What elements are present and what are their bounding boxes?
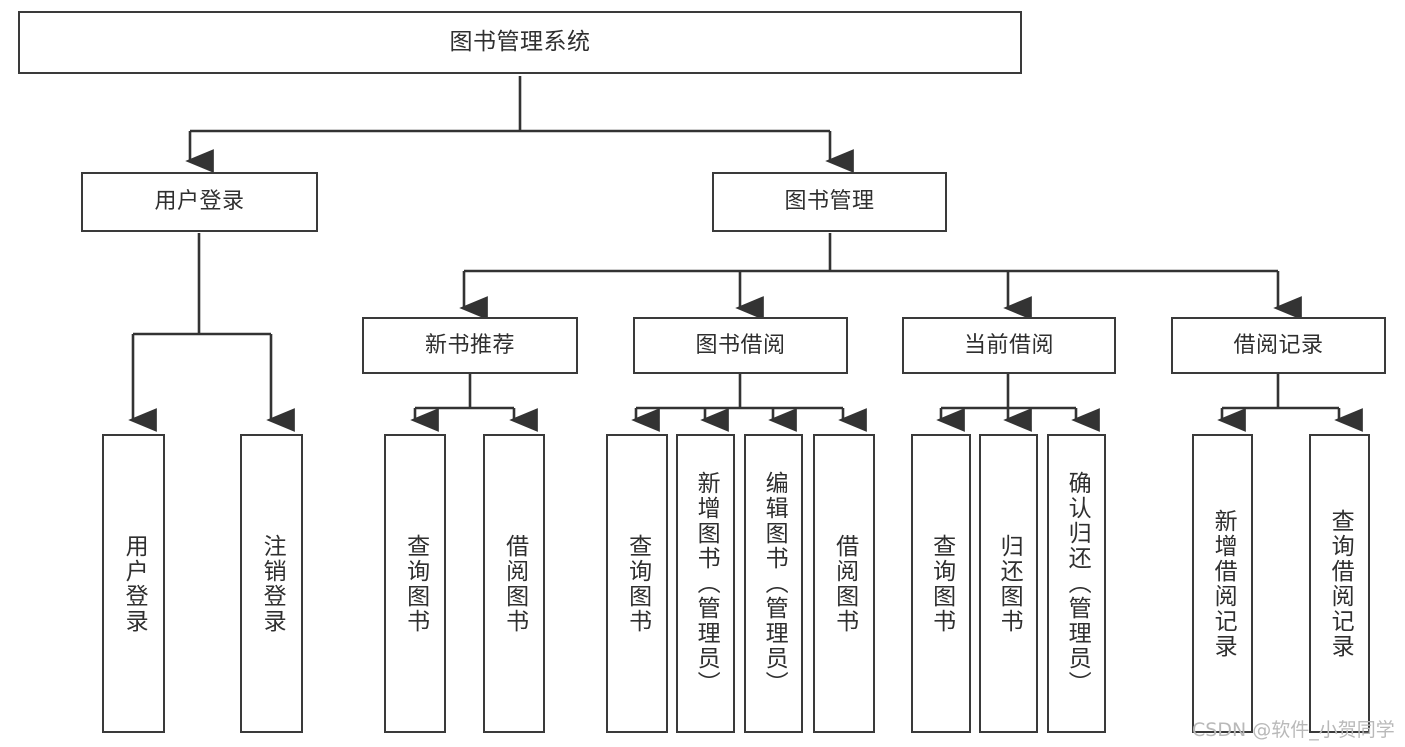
leaf-edit-book-admin[interactable]: 编辑图书（管理员） — [744, 434, 803, 733]
node-label: 图书管理 — [784, 189, 875, 215]
node-label: 确认归还（管理员） — [1064, 471, 1091, 696]
node-label: 当前借阅 — [963, 332, 1054, 358]
node-root-book-management-system[interactable]: 图书管理系统 — [18, 11, 1022, 74]
node-book-borrow[interactable]: 图书借阅 — [633, 317, 848, 374]
node-label: 注销登录 — [259, 533, 286, 634]
leaf-query-book-borrow[interactable]: 查询图书 — [606, 434, 668, 733]
node-label: 查询图书 — [402, 533, 429, 634]
node-label: 借阅图书 — [831, 533, 858, 634]
node-label: 新增借阅记录 — [1210, 508, 1237, 659]
node-label: 归还图书 — [996, 533, 1023, 634]
leaf-query-borrow-record[interactable]: 查询借阅记录 — [1309, 434, 1370, 733]
leaf-borrow-book-borrow[interactable]: 借阅图书 — [813, 434, 875, 733]
leaf-query-book-current[interactable]: 查询图书 — [911, 434, 971, 733]
leaf-return-book[interactable]: 归还图书 — [979, 434, 1038, 733]
node-label: 新书推荐 — [424, 332, 515, 358]
node-label: 图书管理系统 — [449, 28, 591, 55]
node-label: 查询图书 — [624, 533, 651, 634]
node-current-borrow[interactable]: 当前借阅 — [902, 317, 1116, 374]
node-label: 用户登录 — [121, 533, 148, 634]
leaf-add-book-admin[interactable]: 新增图书（管理员） — [676, 434, 735, 733]
node-label: 查询借阅记录 — [1327, 508, 1354, 659]
node-borrow-record[interactable]: 借阅记录 — [1171, 317, 1386, 374]
node-book-manage[interactable]: 图书管理 — [712, 172, 947, 232]
leaf-borrow-book-new-rec[interactable]: 借阅图书 — [483, 434, 545, 733]
leaf-user-logout[interactable]: 注销登录 — [240, 434, 303, 733]
node-label: 查询图书 — [928, 533, 955, 634]
node-user-login[interactable]: 用户登录 — [81, 172, 318, 232]
node-label: 图书借阅 — [695, 332, 786, 358]
leaf-user-login[interactable]: 用户登录 — [102, 434, 165, 733]
leaf-add-borrow-record[interactable]: 新增借阅记录 — [1192, 434, 1253, 733]
node-label: 借阅图书 — [501, 533, 528, 634]
csdn-watermark: CSDN @软件_小贺同学 — [1192, 719, 1395, 741]
node-label: 编辑图书（管理员） — [761, 471, 788, 696]
node-label: 借阅记录 — [1233, 332, 1324, 358]
node-new-book-recommendation[interactable]: 新书推荐 — [362, 317, 578, 374]
leaf-query-book-new-rec[interactable]: 查询图书 — [384, 434, 446, 733]
leaf-confirm-return-admin[interactable]: 确认归还（管理员） — [1047, 434, 1106, 733]
node-label: 新增图书（管理员） — [693, 471, 720, 696]
node-label: 用户登录 — [154, 189, 245, 215]
